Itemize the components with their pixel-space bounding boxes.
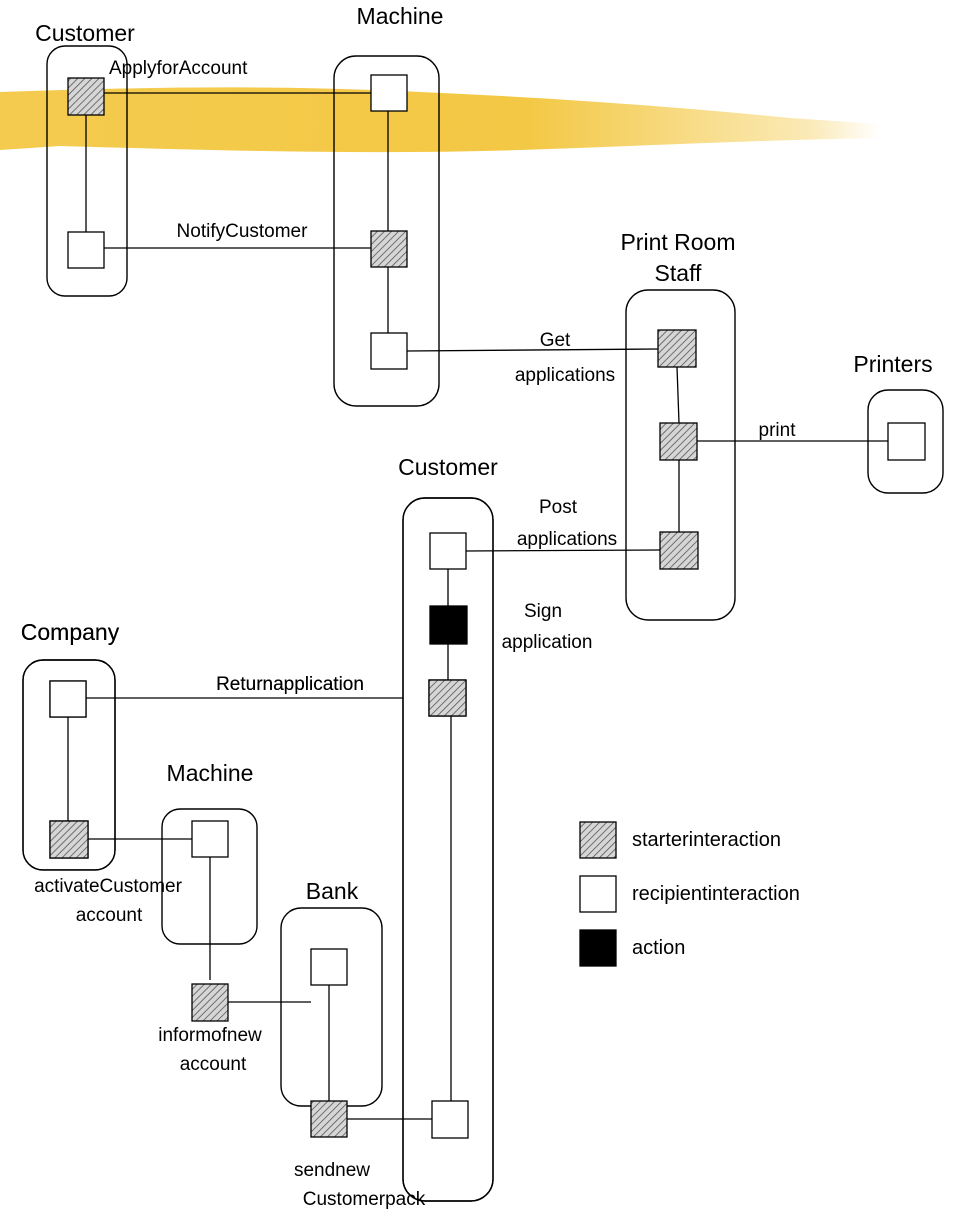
starter-box-inform (191, 983, 229, 1022)
lane-customer-top (46, 45, 128, 297)
message-notify-customer: NotifyCustomer (177, 221, 309, 242)
message-sign-application-line1: Sign (524, 601, 562, 622)
actor-print-room-staff-line1: Print Room (620, 229, 735, 255)
starter-box-post-applications (659, 531, 699, 570)
starter-box-send-pack (310, 1100, 348, 1138)
legend-recipient-label: recipientinteraction (632, 883, 800, 905)
actor-machine-top: Machine (357, 3, 444, 29)
recipient-box-customer-notify (67, 231, 105, 269)
message-send-line2: Customerpack (303, 1189, 426, 1210)
message-activate-line1: activateCustomer (34, 876, 183, 897)
actor-company: Company (21, 619, 120, 645)
legend-starter-label: starterinteraction (632, 829, 781, 851)
message-activate-line2: account (76, 905, 143, 926)
message-links (104, 92, 888, 552)
message-print: print (759, 420, 797, 441)
recipient-box-customer-post (429, 532, 467, 570)
lane-company-frame (22, 659, 116, 871)
lower-canvas-left (0, 870, 150, 1223)
actor-customer-mid: Customer (398, 454, 498, 480)
message-apply-for-account: ApplyforAccount (109, 58, 248, 79)
actor-printers: Printers (853, 351, 932, 377)
legend: starterinteraction recipientinteraction … (579, 821, 800, 967)
lifelines (85, 111, 680, 680)
lane-print-room-staff (625, 289, 736, 621)
actor-bank-name: Bank (306, 878, 359, 904)
legend-starter-swatch (579, 821, 617, 859)
starter-box-apply-for-account (67, 77, 105, 116)
message-inform-line2: account (180, 1054, 247, 1075)
recipient-box-bank-top (310, 948, 348, 986)
message-return-application-label: Returnapplication (216, 674, 364, 695)
action-box-sign-application (429, 605, 468, 645)
message-inform-line1: informofnew (158, 1025, 262, 1046)
recipient-box-machine-apply (370, 74, 408, 112)
recipient-box-company (49, 680, 87, 718)
lane-machine-top (333, 55, 440, 407)
highlight-stripe (0, 87, 880, 153)
starter-box-print (659, 422, 698, 461)
lower-canvas (150, 690, 400, 1223)
starter-box-get-applications (657, 329, 697, 368)
message-return-application: Returnapplication (216, 674, 364, 695)
starter-box-return (428, 679, 467, 717)
recipient-box-customer-bottom (431, 1100, 469, 1139)
starter-box-notify-customer (370, 230, 408, 268)
recipient-box-printers (887, 422, 926, 461)
legend-action-swatch (579, 929, 617, 967)
message-sign-application-line2: application (502, 632, 593, 653)
actor-machine-bottom-label: Machine (167, 760, 254, 786)
message-get-applications-line2: applications (515, 365, 615, 386)
message-post-applications-line2: applications (517, 529, 617, 550)
lane-customer-mid-frame (402, 497, 494, 1202)
legend-action-label: action (632, 937, 685, 959)
legend-recipient-swatch (579, 875, 617, 913)
lane-bank-box (280, 907, 383, 1107)
message-post-applications-line1: Post (539, 497, 578, 518)
recipient-box-machine-get (370, 332, 408, 370)
message-send-line1: sendnew (294, 1160, 370, 1181)
recipient-box-machine-bottom (191, 820, 229, 858)
message-get-applications-line1: Get (540, 330, 571, 351)
actor-customer-top: Customer (35, 20, 135, 46)
actor-print-room-staff-line2: Staff (655, 260, 702, 286)
actor-company-label: Company (21, 619, 120, 645)
starter-box-activate (49, 820, 89, 859)
